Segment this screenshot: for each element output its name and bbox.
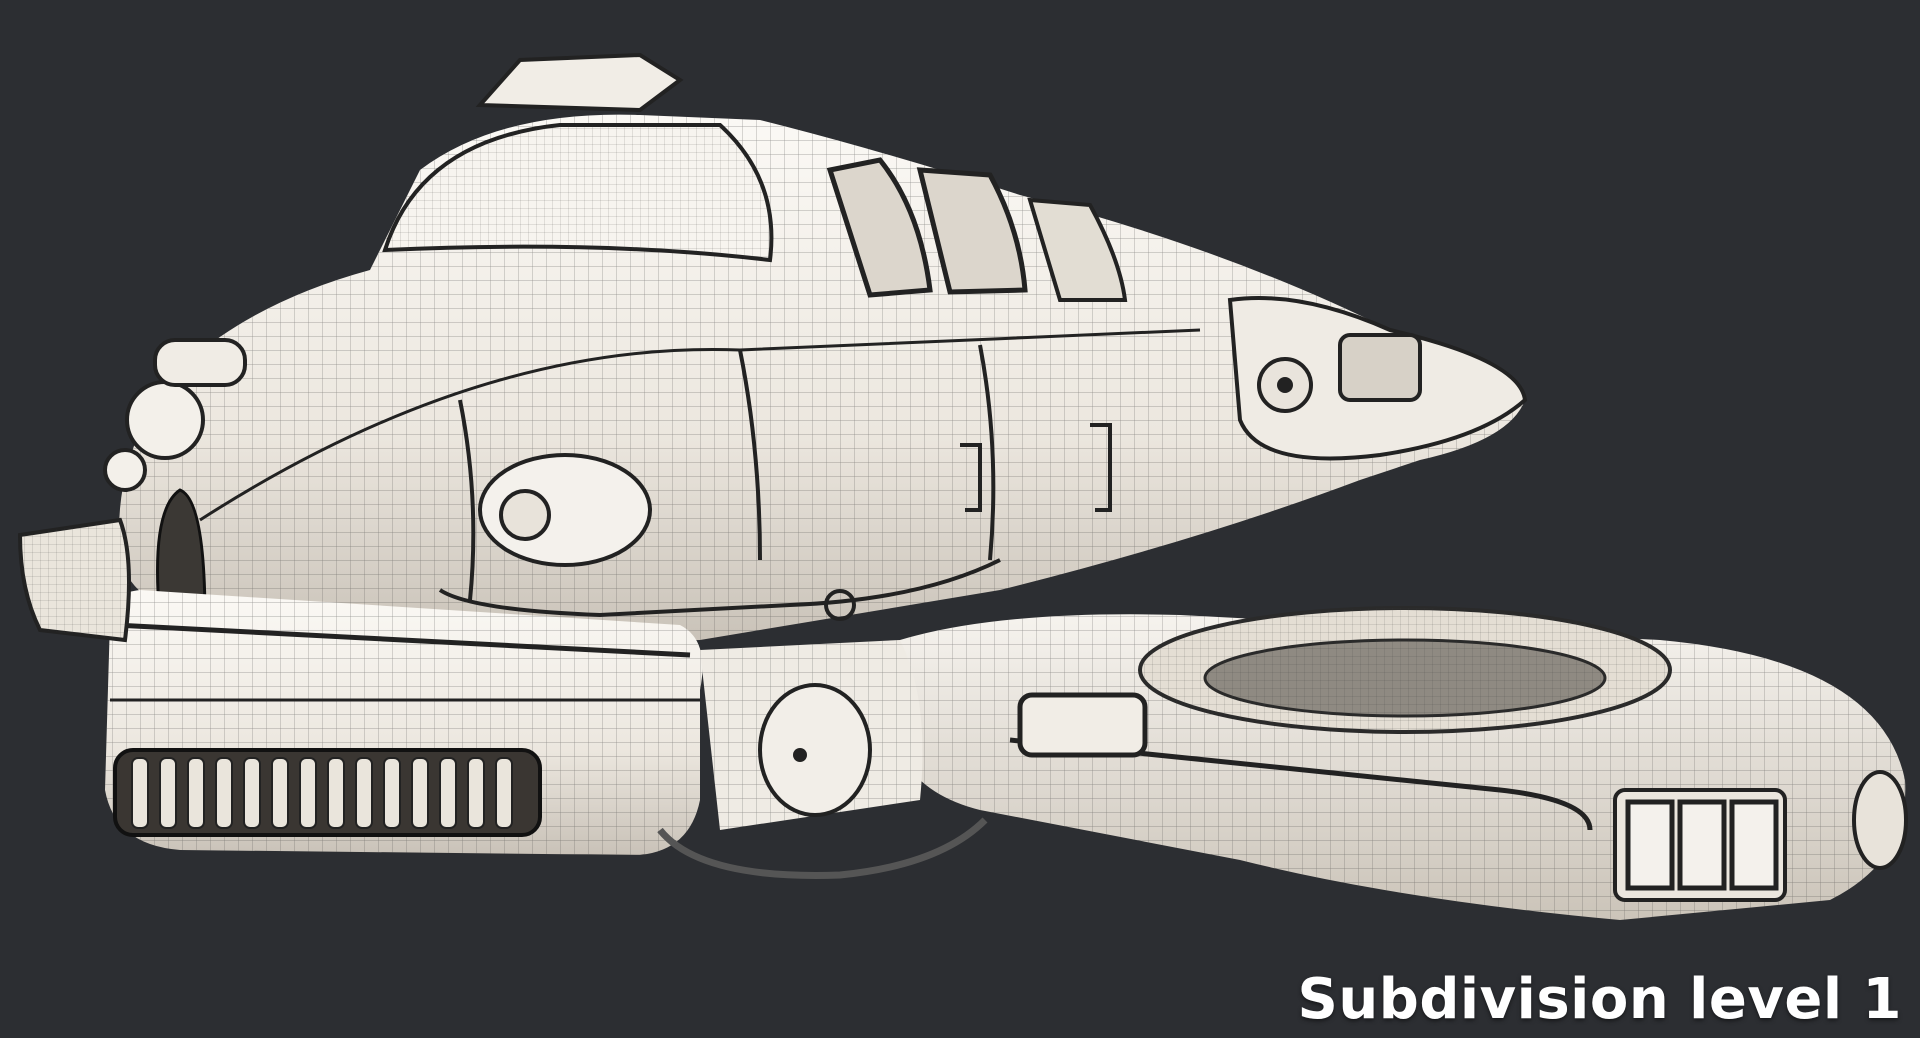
subdivision-level-caption: Subdivision level 1 xyxy=(1297,967,1902,1032)
ring-platform xyxy=(890,606,1908,920)
main-hull xyxy=(103,52,1528,644)
lower-skirt xyxy=(17,517,988,879)
